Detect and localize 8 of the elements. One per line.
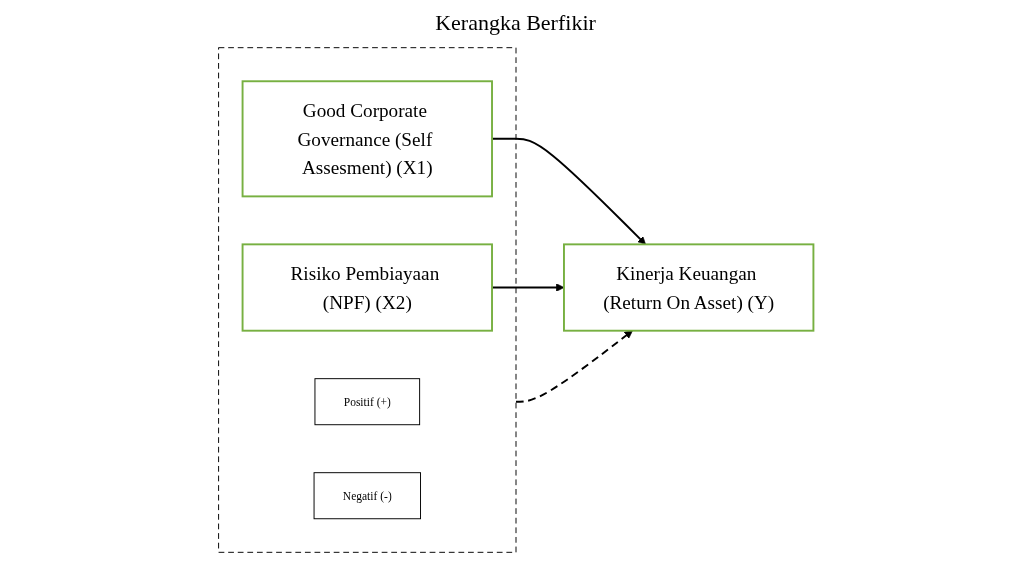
arrow — [514, 330, 633, 403]
node-box: Kinerja Keuangan (Return On Asset) (Y) — [562, 243, 814, 332]
diagram-title: Kerangka Berfikir — [434, 10, 597, 36]
cluster — [217, 47, 516, 553]
node-box: Negatif (-) — [313, 472, 421, 520]
node-box: Good Corporate Governance (Self Assesment) (X1) — [241, 80, 493, 198]
node-box: Risiko Pembiayaan (NPF) (X2) — [241, 243, 493, 332]
node-box: Positif (+) — [313, 378, 420, 426]
